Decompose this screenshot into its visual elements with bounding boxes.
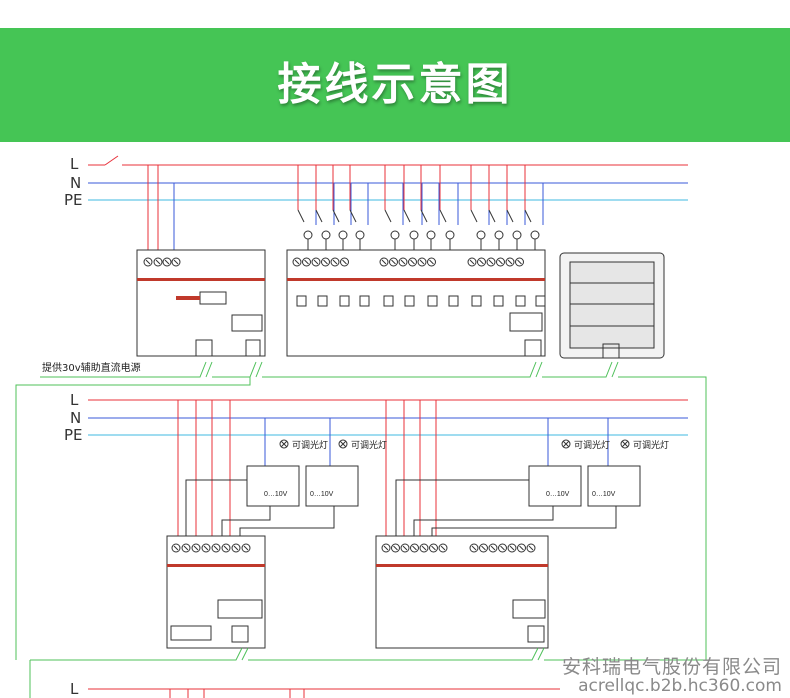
channel-button [339,295,350,307]
channel-button [359,295,370,307]
ballast-voltage-2: 0…10V [310,491,334,498]
power-supply-module [136,249,266,357]
aux-power-label: 提供30v辅助直流电源 [42,361,141,374]
line-label-n-mid: N [70,409,81,427]
power-lines-mid [88,399,688,436]
channel-button [493,295,504,307]
line-label-pe-mid: PE [64,426,83,444]
page-title: 接线示意图 [277,59,513,110]
ballast-voltage-1: 0…10V [264,491,288,498]
drop-wires-top [147,165,544,258]
power-lines-bottom [88,688,560,698]
watermark-company: 安科瑞电气股份有限公司 [561,656,782,678]
lamp-label-2: 可调光灯 [351,439,387,451]
lamp-label-3: 可调光灯 [574,439,610,451]
line-label-l-top: L [70,155,79,173]
channel-button [535,295,546,307]
wiring-diagram: L N PE 提供30v辅助直流电源 [15,155,707,698]
channel-button [471,295,482,307]
channel-button [317,295,328,307]
line-label-l-mid: L [70,391,79,409]
ballast-voltage-3: 0…10V [546,491,570,498]
ballast-voltage-4: 0…10V [592,491,616,498]
dimmer-module-right [375,535,549,649]
bus-lines-mid [29,647,706,698]
dimmer-module-left [166,535,266,649]
channel-button [383,295,394,307]
terminal-block-m2 [292,257,524,267]
header-banner: 接线示意图 [0,28,790,142]
watermark-url: acrellqc.b2b.hc360.com [578,676,782,696]
ballast-boxes [246,465,641,507]
lamp-symbols [279,439,630,449]
lamp-label-4: 可调光灯 [633,439,669,451]
channel-button [296,295,307,307]
channel-button [448,295,459,307]
channel-buttons-m2 [296,295,546,307]
channel-button [427,295,438,307]
terminal-block-dimmers [171,543,536,553]
wall-panel [559,252,665,359]
lamp-label-1: 可调光灯 [292,439,328,451]
channel-button [515,295,526,307]
line-label-n-top: N [70,174,81,192]
line-label-pe-top: PE [64,191,83,209]
bus-lines-top [15,361,707,660]
channel-button [404,295,415,307]
power-lines-top [88,155,688,201]
terminal-block-m1 [143,257,181,267]
line-label-l-bottom: L [70,680,79,698]
